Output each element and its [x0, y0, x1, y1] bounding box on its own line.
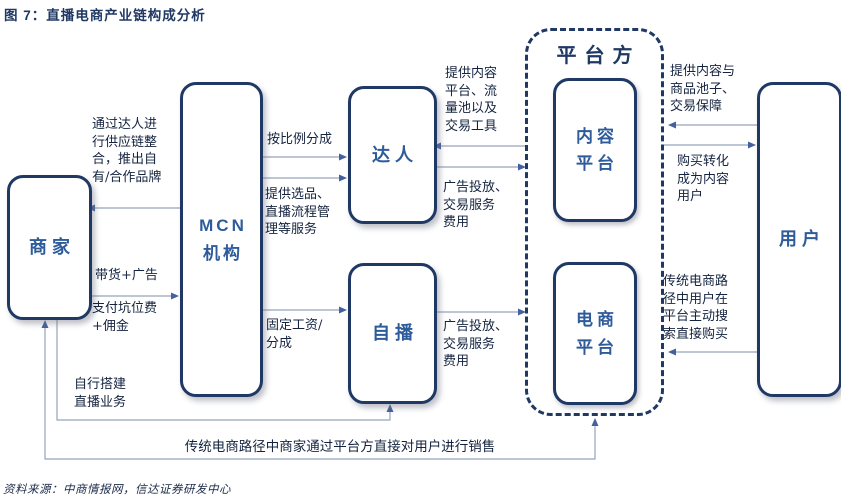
node-daren: 达人: [348, 86, 437, 224]
edge-label-zibo-to-platform: 广告投放、 交易服务 费用: [443, 319, 509, 369]
platform-group: 平台方: [525, 28, 664, 416]
node-mcn-label: MCN 机构: [199, 216, 247, 263]
edge-label-merchant-traditional-sale: 传统电商路径中商家通过平台方直接对用户进行销售: [184, 439, 496, 455]
node-daren-label: 达人: [372, 144, 418, 165]
edge-label-daren-to-platform: 广告投放、 交易服务 费用: [443, 180, 509, 230]
edge-label-platform-to-daren: 提供内容 平台、流 量池以及 交易工具: [445, 66, 498, 134]
figure-title: 图 7：直播电商产业链构成分析: [4, 8, 206, 23]
node-content-platform: 内容 平台: [553, 78, 637, 222]
node-merchant-label: 商家: [29, 237, 75, 258]
node-ecommerce-platform-label: 电商 平台: [576, 310, 618, 357]
edge-label-user-traditional-search: 传统电商路 径中用户在 平台主动搜 索直接购买: [663, 274, 729, 342]
edge-label-mcn-to-daren-share: 按比例分成: [267, 132, 333, 147]
node-zibo-label: 自播: [372, 323, 418, 344]
node-mcn: MCN 机构: [180, 82, 263, 397]
platform-group-title: 平台方: [556, 45, 641, 67]
edge-label-merchant-to-mcn-goods-ads: 带货+广告: [95, 268, 158, 283]
edge-label-merchant-self-broadcast: 自行搭建 直播业务: [74, 377, 127, 410]
edge-label-mcn-to-zibo-salary: 固定工资/ 分成: [266, 318, 323, 351]
node-content-platform-label: 内容 平台: [576, 126, 618, 173]
node-ecommerce-platform: 电商 平台: [553, 262, 637, 405]
edge-label-mcn-to-daren-service: 提供选品、 直播流程管 理等服务: [265, 187, 331, 237]
edge-label-mcn-to-merchant: 通过达人进 行供应链整 合，推出自 有/合作品牌: [92, 117, 162, 185]
edge-label-merchant-to-mcn-fees: 支付坑位费 +佣金: [92, 301, 158, 334]
node-user-label: 用户: [779, 229, 825, 250]
node-zibo: 自播: [348, 263, 437, 404]
node-merchant: 商家: [7, 175, 92, 320]
node-user: 用户: [757, 82, 841, 397]
source-note: 资料来源：中商情报网，信达证券研发中心: [3, 482, 231, 496]
edge-label-platform-to-user: 提供内容与 商品池子、 交易保障: [670, 64, 736, 114]
edge-label-user-convert: 购买转化 成为内容 用户: [677, 154, 730, 204]
